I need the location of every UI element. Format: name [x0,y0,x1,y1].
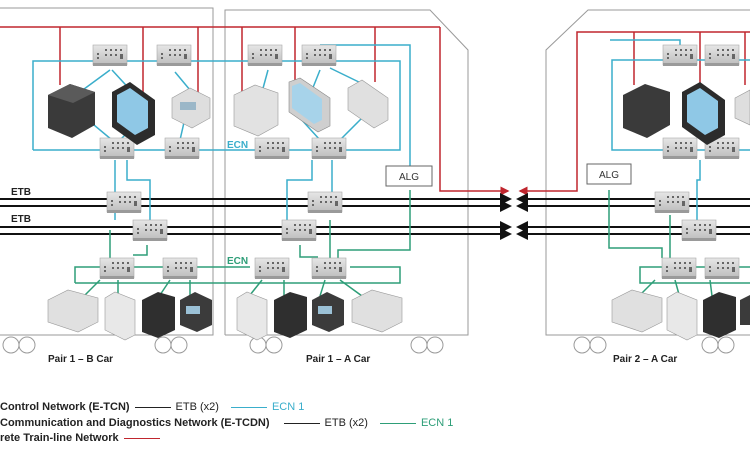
legend-ecn-line [379,422,416,424]
compact-controller-device [171,87,211,129]
legend-discrete-line [123,437,160,439]
plc-rack-device-3 [623,84,670,138]
server-tower-device-2 [236,291,268,341]
comm-devices [47,289,750,341]
controller-display-device [180,292,212,332]
dark-server-device [142,292,175,338]
network-switches [92,44,740,280]
alg-gateway-1: ALG [385,165,433,187]
io-rack-device-2 [351,289,403,333]
dark-server-device-3 [703,292,736,338]
legend-ecn-line [230,406,267,408]
dark-server-device-2 [274,292,307,338]
hmi-panel-device-3 [682,82,725,145]
legend-etb-line [283,422,320,424]
control-devices [48,77,750,145]
server-box-device [347,79,389,129]
controller-display-device-3 [740,295,750,325]
legend-ecn: ECN 1 [420,417,454,429]
discrete-trainline [0,26,750,196]
car-label-pair1-a: Pair 1 – A Car [306,354,370,365]
server-tower-device-3 [666,291,698,341]
etb-lines [0,193,750,240]
legend-etb: ETB (x2) [324,417,368,429]
legend-etb: ETB (x2) [175,401,219,413]
io-rack-device-3 [611,289,663,333]
legend-name: Control Network (E-TCN) [0,401,130,413]
legend-name: rete Train-line Network [0,432,119,444]
legend-row-discrete: rete Train-line Network [0,432,165,444]
controller-display-device-2 [312,292,344,332]
legend-row-control: Control Network (E-TCN) ETB (x2) ECN 1 [0,401,304,413]
legend-name: Communication and Diagnostics Network (E… [0,417,270,429]
hmi-panel-device-2 [288,77,331,133]
car-outline-pair1-a [224,9,469,336]
car-label-pair2-a: Pair 2 – A Car [613,354,677,365]
etb-label-top: ETB [11,187,31,198]
wheels [2,336,735,354]
hmi-panel-device [112,82,155,145]
legend-ecn: ECN 1 [271,401,305,413]
server-tower-device [104,291,136,341]
alg-label: ALG [399,172,419,183]
alg-gateway-2: ALG [586,163,632,185]
legend-etb-line [134,406,171,408]
ecn-comm-label: ECN [227,256,248,267]
io-module-device [233,84,279,137]
car-outline-pair2-a [545,9,750,336]
car-outline-pair1-b [0,7,214,336]
compact-controller-device-3 [734,89,750,126]
alg-label: ALG [599,170,619,181]
car-label-pair1-b: Pair 1 – B Car [48,354,113,365]
legend-row-comm: Communication and Diagnostics Network (E… [0,417,453,429]
io-rack-device [47,289,99,333]
plc-rack-device [48,84,95,138]
etb-label-bottom: ETB [11,214,31,225]
ecn-control-label: ECN [227,140,248,151]
